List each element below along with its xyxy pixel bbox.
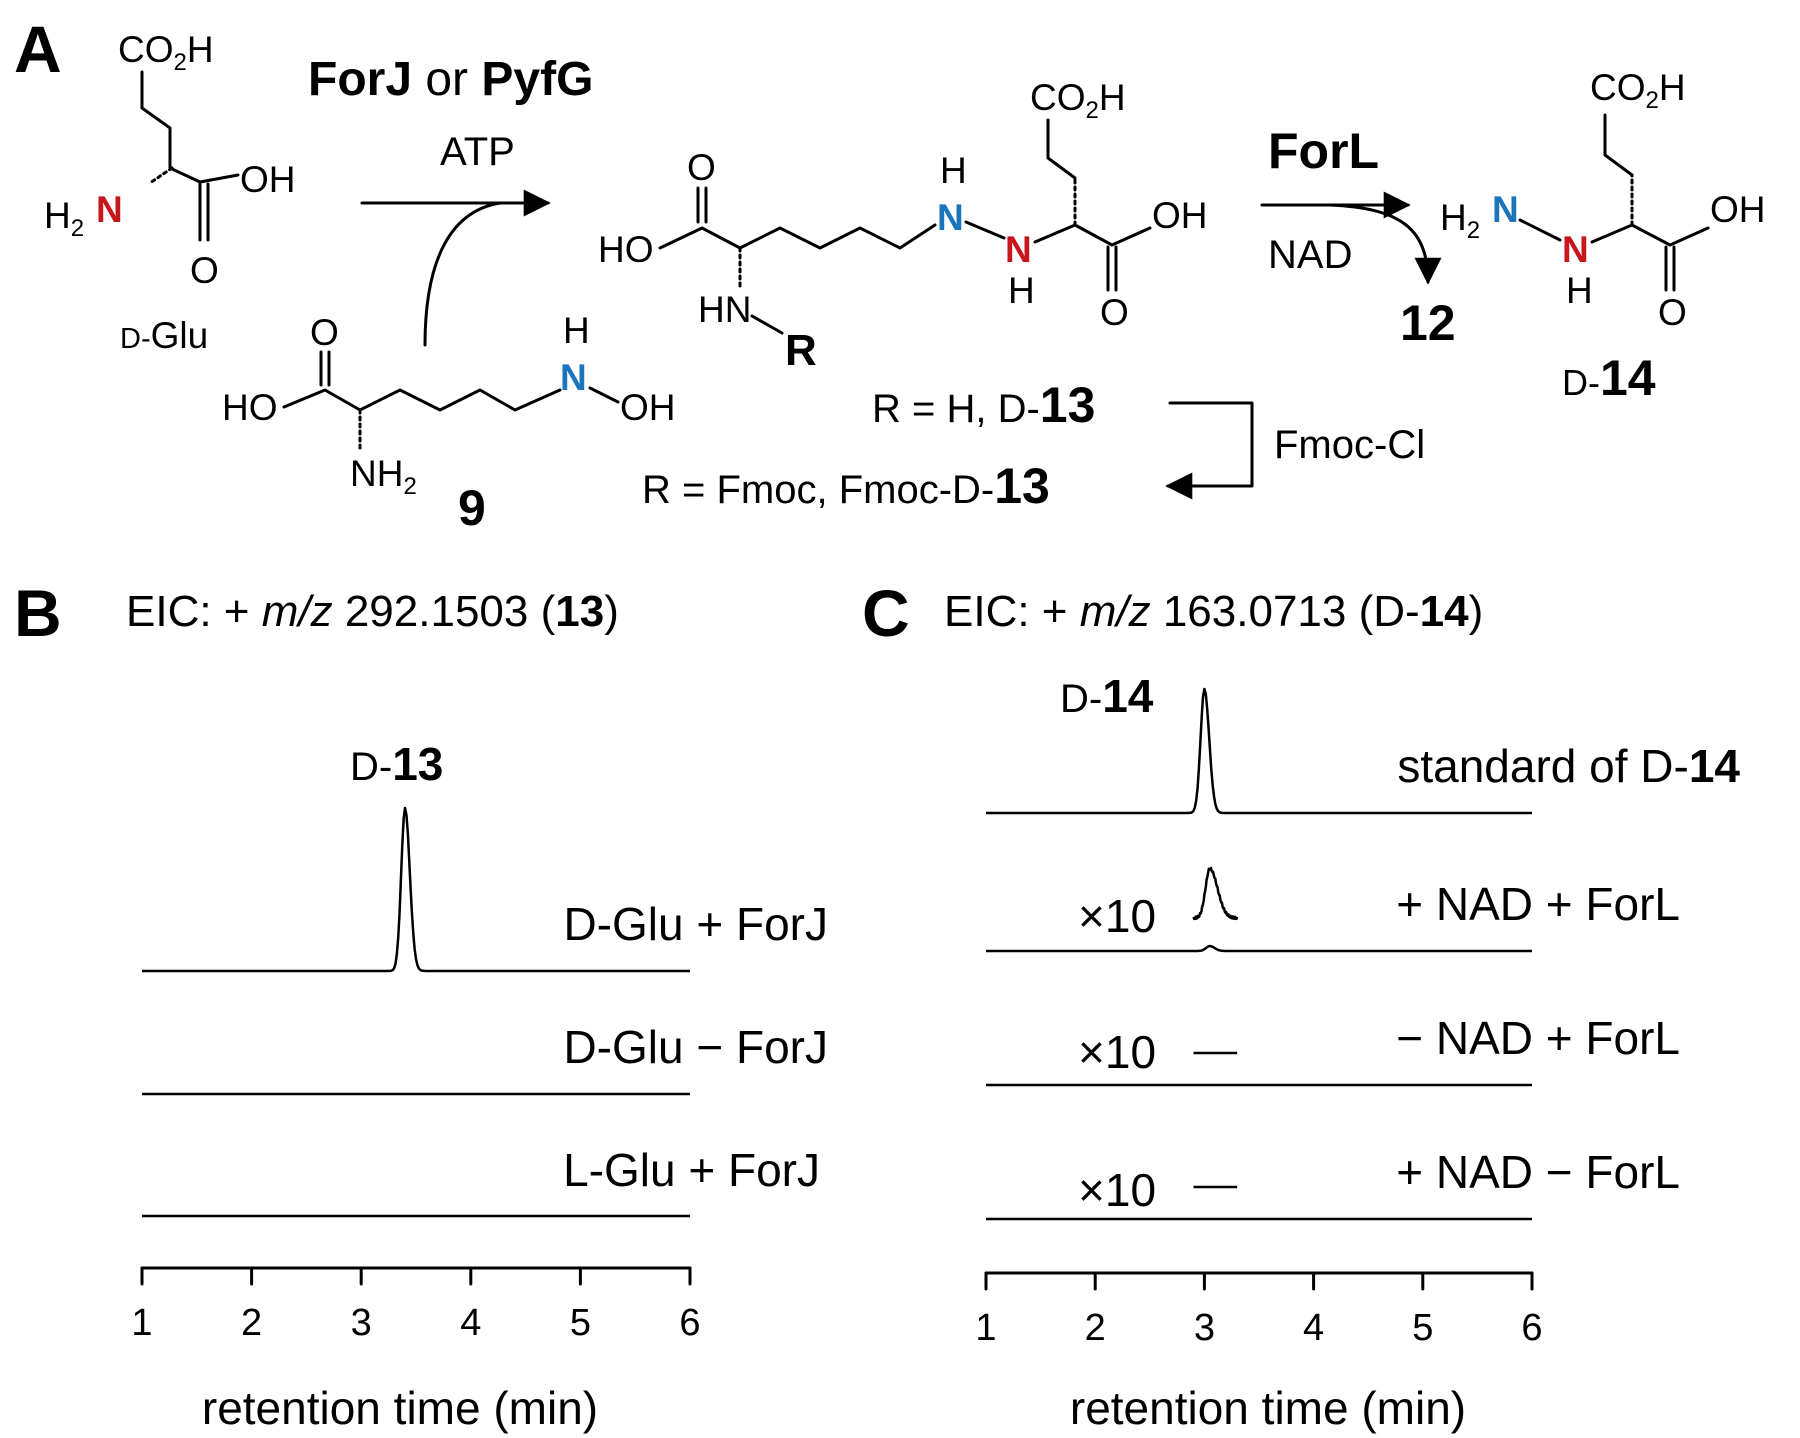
scale-label-3: ×10 [1078, 1164, 1156, 1216]
x-tick-label-2: 2 [241, 1302, 262, 1344]
peak-label-d13: D-13 [350, 738, 443, 790]
compound-9-structure: O HO NH2 H N OH 9 [222, 310, 676, 536]
svg-text:HO: HO [222, 387, 278, 428]
svg-text:H: H [940, 150, 967, 191]
curved-arrow-9 [423, 201, 502, 347]
x-tick-label-5: 5 [1412, 1307, 1433, 1349]
trace-label-standard-d14: standard of D-14 [1397, 740, 1740, 792]
svg-text:H2: H2 [44, 195, 84, 242]
trace-standard-of-d-14 [986, 687, 1532, 815]
compound-12-number: 12 [1400, 295, 1456, 351]
scale-label-2: ×10 [1078, 1026, 1156, 1078]
panel-label-c: C [862, 576, 910, 650]
panel-c-title: EIC: + m/z 163.0713 (D-14) [944, 587, 1483, 636]
svg-text:O: O [190, 250, 219, 291]
svg-text:O: O [687, 147, 716, 188]
compound-14-label: D-14 [1562, 350, 1656, 406]
scale-label-1: ×10 [1078, 890, 1156, 942]
compound-13-structure: O HO HN R H N N H CO2H O OH [598, 77, 1208, 375]
svg-text:O: O [310, 312, 339, 353]
svg-text:O: O [1100, 292, 1129, 333]
trace-label-plus-nad-minus-forl: + NAD − ForL [1396, 1146, 1680, 1198]
svg-text:N: N [937, 197, 964, 238]
svg-text:N: N [560, 357, 587, 398]
x-tick-label-1: 1 [975, 1307, 996, 1349]
x-tick-label-3: 3 [1194, 1307, 1215, 1349]
x-tick-label-4: 4 [460, 1302, 481, 1344]
svg-text:R: R [785, 326, 817, 375]
svg-text:OH: OH [240, 159, 296, 200]
x-tick-label-6: 6 [679, 1302, 700, 1344]
trace-label-plus-nad-plus-forl: + NAD + ForL [1396, 878, 1680, 930]
fmoc-cl-label: Fmoc-Cl [1274, 423, 1425, 467]
svg-text:HN: HN [698, 289, 751, 330]
svg-text:OH: OH [620, 387, 676, 428]
svg-text:O: O [1658, 292, 1687, 333]
svg-text:CO2H: CO2H [1590, 67, 1686, 114]
enzyme-label-1: ForJ or PyfG [308, 53, 593, 106]
svg-text:N: N [1562, 229, 1589, 270]
panel-b-traces [142, 806, 690, 1218]
panel-b-x-axis: 1 2 3 4 5 6 [131, 1266, 701, 1344]
x-tick-label-6: 6 [1521, 1307, 1542, 1349]
inset-trace-nad-forl [1192, 866, 1239, 921]
fmoc-arrow [1165, 401, 1254, 500]
d-glu-label: D-Glu [120, 315, 208, 356]
svg-text:HO: HO [598, 229, 654, 270]
svg-text:OH: OH [1152, 195, 1208, 236]
panel-b-x-label: retention time (min) [202, 1382, 598, 1434]
trace-d-glu-forj [142, 806, 690, 973]
nad-label: NAD [1268, 233, 1352, 277]
x-tick-label-2: 2 [1085, 1307, 1106, 1349]
x-tick-label-5: 5 [570, 1302, 591, 1344]
svg-text:H: H [1008, 270, 1035, 311]
x-tick-label-3: 3 [351, 1302, 372, 1344]
r-h-definition: R = H, D-13 [872, 377, 1095, 433]
d-glu-structure: CO2H OH O H2 N D-Glu [44, 29, 296, 356]
svg-text:H: H [1566, 270, 1593, 311]
panel-c-traces [986, 687, 1532, 1221]
svg-text:H: H [563, 310, 590, 351]
panel-c-x-label: retention time (min) [1070, 1382, 1466, 1434]
curved-arrow-12 [1328, 203, 1442, 285]
forl-label: ForL [1268, 123, 1379, 179]
x-tick-label-4: 4 [1303, 1307, 1324, 1349]
svg-text:CO2H: CO2H [118, 29, 214, 76]
trace-label-minus-nad-plus-forl: − NAD + ForL [1396, 1012, 1680, 1064]
svg-text:H2: H2 [1440, 197, 1480, 244]
panel-label-b: B [14, 576, 62, 650]
svg-text:CO2H: CO2H [1030, 77, 1126, 124]
peak-label-d14: D-14 [1060, 670, 1154, 722]
svg-text:OH: OH [1710, 189, 1766, 230]
svg-text:N: N [1492, 189, 1519, 230]
trace-label-d-glu-minus-forj: D-Glu − ForJ [563, 1021, 828, 1073]
x-tick-label-1: 1 [131, 1302, 152, 1344]
compound-14-structure: H2 N N H CO2H O OH D-14 [1440, 67, 1766, 406]
trace-nad-forl [986, 944, 1532, 953]
panel-b-title: EIC: + m/z 292.1503 (13) [126, 587, 619, 636]
panel-c-x-axis: 1 2 3 4 5 6 [975, 1271, 1543, 1349]
svg-text:N: N [1005, 229, 1032, 270]
r-fmoc-definition: R = Fmoc, Fmoc-D-13 [642, 458, 1050, 514]
atp-label: ATP [440, 130, 515, 174]
compound-9-number: 9 [458, 480, 486, 536]
trace-label-d-glu-plus-forj: D-Glu + ForJ [563, 898, 828, 950]
panel-label-a: A [14, 12, 62, 86]
svg-text:N: N [96, 189, 123, 230]
svg-text:NH2: NH2 [350, 453, 417, 500]
trace-label-l-glu-plus-forj: L-Glu + ForJ [563, 1144, 820, 1196]
